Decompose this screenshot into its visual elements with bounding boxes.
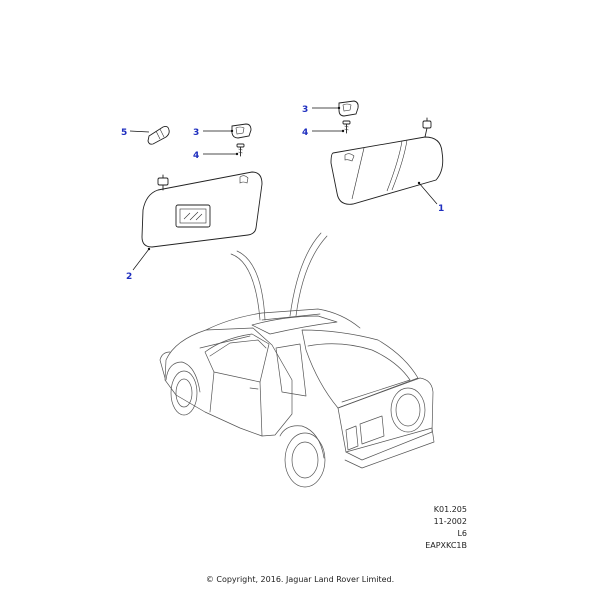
copyright-notice: © Copyright, 2016. Jaguar Land Rover Lim… [205, 575, 395, 584]
vehicle-illustration [159, 308, 435, 488]
reference-model: L6 [457, 529, 467, 538]
visor-clip-right[interactable] [338, 100, 359, 117]
leader-lines [129, 106, 438, 271]
reference-code: K01.205 [433, 505, 467, 514]
sun-visor-right[interactable] [330, 117, 444, 205]
location-pointers [230, 232, 328, 321]
callout-3-left: 3 [193, 128, 199, 138]
sun-visor-left[interactable] [141, 171, 263, 248]
callout-3-right: 3 [302, 105, 308, 115]
callout-2: 2 [126, 272, 132, 282]
screw-left[interactable] [236, 143, 245, 157]
lamp-bulb[interactable] [147, 125, 170, 145]
visor-clip-left[interactable] [231, 123, 252, 139]
screw-right[interactable] [342, 120, 351, 134]
callout-5: 5 [121, 128, 127, 138]
callout-4-right: 4 [302, 128, 308, 138]
reference-date: 11-2002 [433, 517, 467, 526]
callout-1: 1 [438, 204, 444, 214]
callout-4-left: 4 [193, 151, 199, 161]
reference-illustration-id: EAPXKC1B [425, 541, 467, 550]
